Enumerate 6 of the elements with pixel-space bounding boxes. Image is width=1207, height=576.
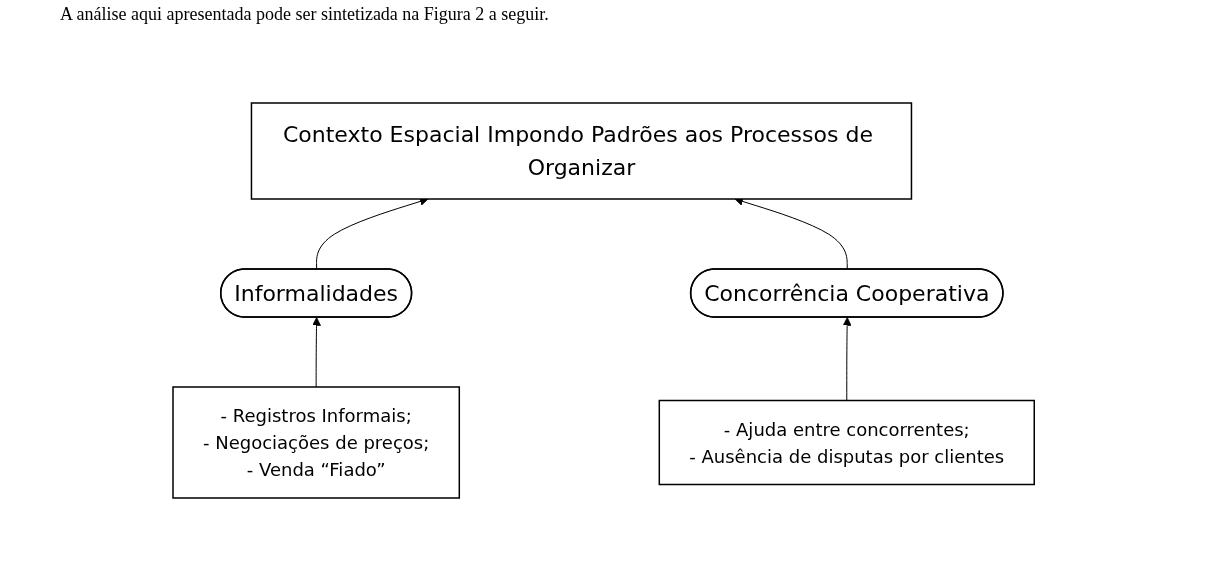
node-box: - Ajuda entre concorrentes; - Ausência de disputas por clientes — [658, 399, 1035, 485]
intro-sentence: A análise aqui apresentada pode ser sintetizada na Figura 2 a seguir. — [60, 4, 550, 25]
arrow — [312, 316, 321, 387]
arrow — [842, 316, 852, 401]
node-box: Contexto Espacial Impondo Padrões aos Processos de Organizar — [250, 101, 913, 200]
node-box: - Registros Informais; - Negociações de preços; - Venda “Fiado” — [172, 385, 460, 499]
